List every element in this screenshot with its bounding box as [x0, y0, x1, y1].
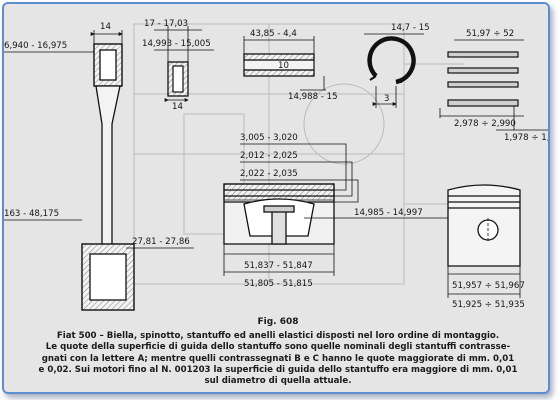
- technical-drawing: 14 6,940 - 16,975 163 - 48,175 27,81 - 2…: [4, 19, 550, 311]
- circlip-size: 14,7 - 15: [391, 23, 430, 33]
- piston-side-view: [447, 184, 521, 267]
- pin-length: 17 - 17,03: [144, 19, 188, 29]
- skirt-bottom-2: 51,925 ÷ 51,935: [452, 300, 525, 310]
- rod-small-end-width: 14: [100, 22, 111, 32]
- circlip-gap: 3: [384, 94, 389, 104]
- ring-thickness: 10: [278, 61, 289, 71]
- caption-line-3: e 0,02. Sui motori fino al N. 001203 la …: [38, 364, 518, 375]
- ring-flat: [243, 53, 315, 77]
- ring-length: 43,85 - 4,4: [250, 29, 297, 39]
- groove-3: 2,022 - 2,035: [240, 169, 298, 179]
- piston-section: [223, 183, 335, 245]
- ring-dimension-lines: [243, 36, 326, 91]
- circlip: [367, 36, 416, 85]
- skirt-top-1: 51,837 - 51,847: [244, 261, 313, 271]
- ring-width: 14,988 - 15: [288, 92, 338, 102]
- rod-dimension-lines: [4, 30, 194, 249]
- ring-stack: [447, 51, 519, 107]
- skirt-top-2: 51,957 ÷ 51,967: [452, 281, 525, 291]
- figure-label: Fig. 608: [257, 317, 299, 327]
- connecting-rod: [81, 43, 135, 311]
- groove-2: 2,012 - 2,025: [240, 151, 298, 161]
- pin-bore: 14,985 - 14,997: [354, 208, 423, 218]
- piston-section-dimension-lines: [223, 143, 454, 276]
- caption-line-1: Le quote della superficie di guida dello…: [45, 342, 511, 353]
- rod-big-end-width: 27,81 - 27,86: [132, 237, 190, 247]
- caption-title: Fiat 500 – Biella, spinotto, stantuffo e…: [56, 331, 500, 342]
- caption-line-2: gnati con la lettere A; mentre quelli co…: [41, 353, 515, 364]
- ring-set-c: 1,978 ÷ 1,990: [504, 133, 550, 143]
- skirt-bottom-1: 51,805 - 51,815: [244, 279, 313, 289]
- ring-set-b: 2,978 ÷ 2,990: [454, 119, 516, 129]
- ring-set-a: 51,97 ÷ 52: [466, 29, 514, 39]
- circlip-dimension-lines: [364, 33, 424, 108]
- rod-big-end-bore: 163 - 48,175: [4, 209, 59, 219]
- groove-1: 3,005 - 3,020: [240, 133, 298, 143]
- pin-dimension-lines: [154, 26, 214, 102]
- figure-card: 14 6,940 - 16,975 163 - 48,175 27,81 - 2…: [2, 2, 550, 394]
- caption-line-4: sul diametro di quella attuale.: [204, 376, 352, 387]
- caption-block: Fig. 608 Fiat 500 – Biella, spinotto, st…: [4, 317, 548, 387]
- rod-small-end-bore: 6,940 - 16,975: [4, 41, 67, 51]
- ring-stack-dimension-lines: [439, 39, 548, 131]
- piston-pin: [167, 61, 189, 97]
- pin-small-width: 14: [172, 102, 183, 112]
- piston-side-dimension-lines: [447, 266, 521, 298]
- pin-diameter: 14,993 - 15,005: [142, 39, 211, 49]
